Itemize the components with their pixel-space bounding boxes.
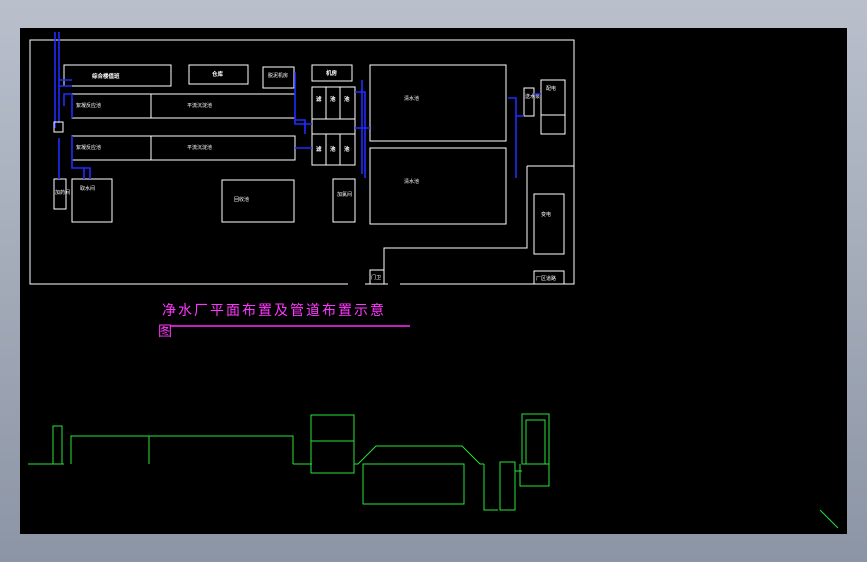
tank2-back-label: 平流沉淀池 <box>187 144 212 151</box>
filter-cell-e: 池 <box>330 145 336 153</box>
substation-label: 变电 <box>541 211 551 218</box>
bottom-right-label: 厂区道路 <box>536 275 556 282</box>
filter-cell-a: 滤 <box>316 95 322 103</box>
bottom-right-box <box>533 270 565 285</box>
pump-station <box>523 87 535 117</box>
substation <box>533 193 565 255</box>
chlorine-label: 加氯间 <box>337 191 352 198</box>
sludge-room <box>262 66 295 89</box>
office-building <box>63 64 172 87</box>
tank-row-2 <box>71 135 296 161</box>
intake-label: 取水间 <box>80 185 95 192</box>
sludge-room-label: 脱泥机房 <box>268 72 288 79</box>
dosing-house <box>53 178 67 210</box>
tank1-back-label: 平流沉淀池 <box>187 102 212 109</box>
tank-row-1 <box>71 93 296 119</box>
right-annex <box>383 165 574 284</box>
drawing-canvas[interactable]: 综合楼值班 仓库 脱泥机房 机房 絮凝反应池 平流沉淀池 絮凝反应池 平流沉淀池 <box>20 28 847 534</box>
clearwell-1 <box>369 64 507 142</box>
plan-drawing: 综合楼值班 仓库 脱泥机房 机房 絮凝反应池 平流沉淀池 絮凝反应池 平流沉淀池 <box>28 32 839 529</box>
drawing-title: 净水厂平面布置及管道布置示意 <box>162 302 386 319</box>
clearwell-1-label: 清水池 <box>404 95 419 102</box>
pump-room-top <box>311 64 353 82</box>
gate-label: 门卫 <box>371 274 381 281</box>
tank1-front-label: 絮凝反应池 <box>76 102 101 109</box>
recycle-tank-label: 回收池 <box>234 196 249 203</box>
clearwell-2 <box>369 147 507 225</box>
warehouse <box>188 64 249 85</box>
warehouse-label: 仓库 <box>211 70 224 78</box>
filter-cell-c: 池 <box>344 95 350 103</box>
pipe-network <box>53 32 541 179</box>
intake-house <box>71 178 113 223</box>
chlorine-house <box>332 178 356 223</box>
dosing-label: 加药间 <box>55 189 70 196</box>
tank2-front-label: 絮凝反应池 <box>76 144 101 151</box>
filter-cell-f: 池 <box>344 145 350 153</box>
clearwell-2-label: 清水池 <box>404 178 419 185</box>
filter-block <box>311 86 356 166</box>
pump-station-label: 送水泵 <box>525 93 540 100</box>
gate-house <box>369 269 385 285</box>
elevation-section <box>28 413 839 529</box>
filter-cell-b: 池 <box>330 95 336 103</box>
office-label: 综合楼值班 <box>92 72 120 80</box>
small-unit-label: 配电 <box>546 85 556 92</box>
site-boundary <box>29 39 575 285</box>
recycle-tank <box>221 179 295 223</box>
small-unit <box>540 79 566 135</box>
filter-cell-d: 滤 <box>316 145 322 153</box>
pump-room-top-label: 机房 <box>325 69 338 77</box>
drawing-title-cont: 图 <box>158 324 174 340</box>
